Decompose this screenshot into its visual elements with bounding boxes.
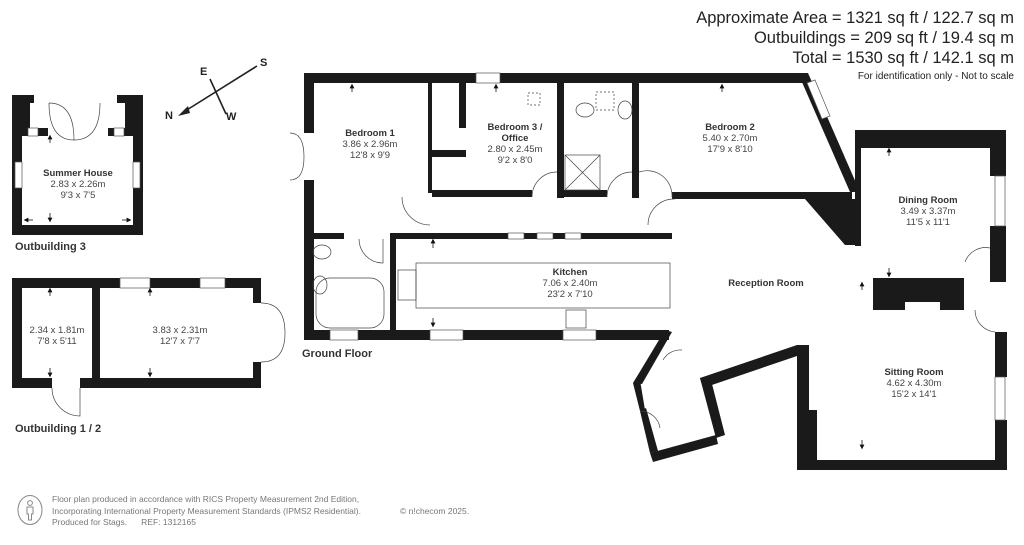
outbuildings-area-text: Outbuildings = 209 sq ft / 19.4 sq m [753,29,1014,47]
footer-text: Floor plan produced in accordance with R… [52,494,469,529]
caption-outbuilding-3: Outbuilding 3 [15,241,86,253]
footer-ref: REF: 1312165 [141,517,196,527]
area-summary: Approximate Area = 1321 sq ft / 122.7 sq… [696,8,1014,84]
room-kitchen: Kitchen 7.06 x 2.40m 23'2 x 7'10 [542,267,598,300]
room-outbuilding-1: 2.34 x 1.81m 7'8 x 5'11 [29,325,85,347]
disclaimer-text: For identification only - Not to scale [857,71,1014,82]
room-summer-house: Summer House 2.83 x 2.26m 9'3 x 7'5 [43,168,113,201]
room-sitting-room: Sitting Room 4.62 x 4.30m 15'2 x 14'1 [884,367,944,400]
room-reception-room: Reception Room [728,278,804,289]
compass-icon [181,65,258,115]
room-bedroom-1: Bedroom 1 3.86 x 2.96m 12'8 x 9'9 [342,128,398,161]
caption-ground-floor: Ground Floor [302,348,373,360]
total-area-text: Total = 1530 sq ft / 142.1 sq m [792,49,1014,67]
summer-house-walls [12,95,143,235]
footer-line-3: Produced for Stags. [52,517,128,527]
footer-line-1: Floor plan produced in accordance with R… [52,494,360,504]
caption-outbuilding-1-2: Outbuilding 1 / 2 [15,423,102,435]
compass-w: W [226,111,237,123]
compass-e: E [200,66,208,78]
room-dining-room: Dining Room 3.49 x 3.37m 11'5 x 11'1 [898,195,958,228]
compass-s: S [260,57,268,69]
compass-n: N [165,110,173,122]
person-icon [17,495,43,525]
approx-area-text: Approximate Area = 1321 sq ft / 122.7 sq… [696,9,1014,27]
room-outbuilding-2: 3.83 x 2.31m 12'7 x 7'7 [152,325,208,347]
room-bedroom-2: Bedroom 2 5.40 x 2.70m 17'9 x 8'10 [702,122,758,155]
footer-copyright: © n!checom 2025. [400,505,470,516]
room-bedroom-3-office: Bedroom 3 / Office 2.80 x 2.45m 9'2 x 8'… [487,122,543,166]
footer-line-2: Incorporating International Property Mea… [52,505,361,516]
ground-floor-walls [304,73,1007,470]
